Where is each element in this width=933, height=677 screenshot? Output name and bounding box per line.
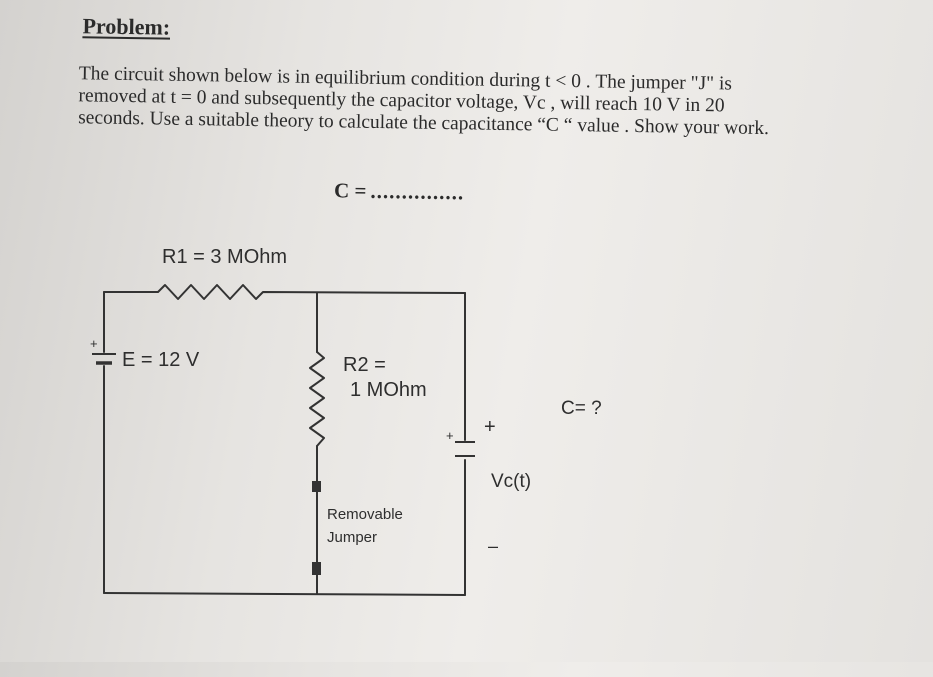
- r2-label-line2: 1 MOhm: [350, 379, 427, 401]
- capacitance-label: C= ?: [561, 398, 602, 419]
- bottom-wire: [103, 592, 466, 596]
- jumper-terminal-bottom: [312, 562, 321, 575]
- vc-label: Vc(t): [491, 471, 531, 492]
- r1-resistor: [103, 284, 466, 300]
- r1-label: R1 = 3 MOhm: [162, 246, 287, 268]
- source-plus-sign: +: [90, 336, 98, 351]
- capacitor-plus-sign: +: [446, 428, 454, 443]
- vc-plus-sign: +: [484, 416, 496, 438]
- source-label: E = 12 V: [122, 349, 200, 371]
- circuit-diagram: R1 = 3 MOhm + E = 12 V R2 = 1 MOhm Remov…: [90, 246, 602, 596]
- jumper-label-line1: Removable: [327, 506, 403, 523]
- jumper-terminal-top: [312, 481, 321, 492]
- r2-resistor: [309, 351, 325, 447]
- jumper-label-line2: Jumper: [327, 529, 377, 546]
- r2-label-line1: R2 =: [343, 354, 386, 376]
- vc-minus-sign: –: [488, 536, 498, 556]
